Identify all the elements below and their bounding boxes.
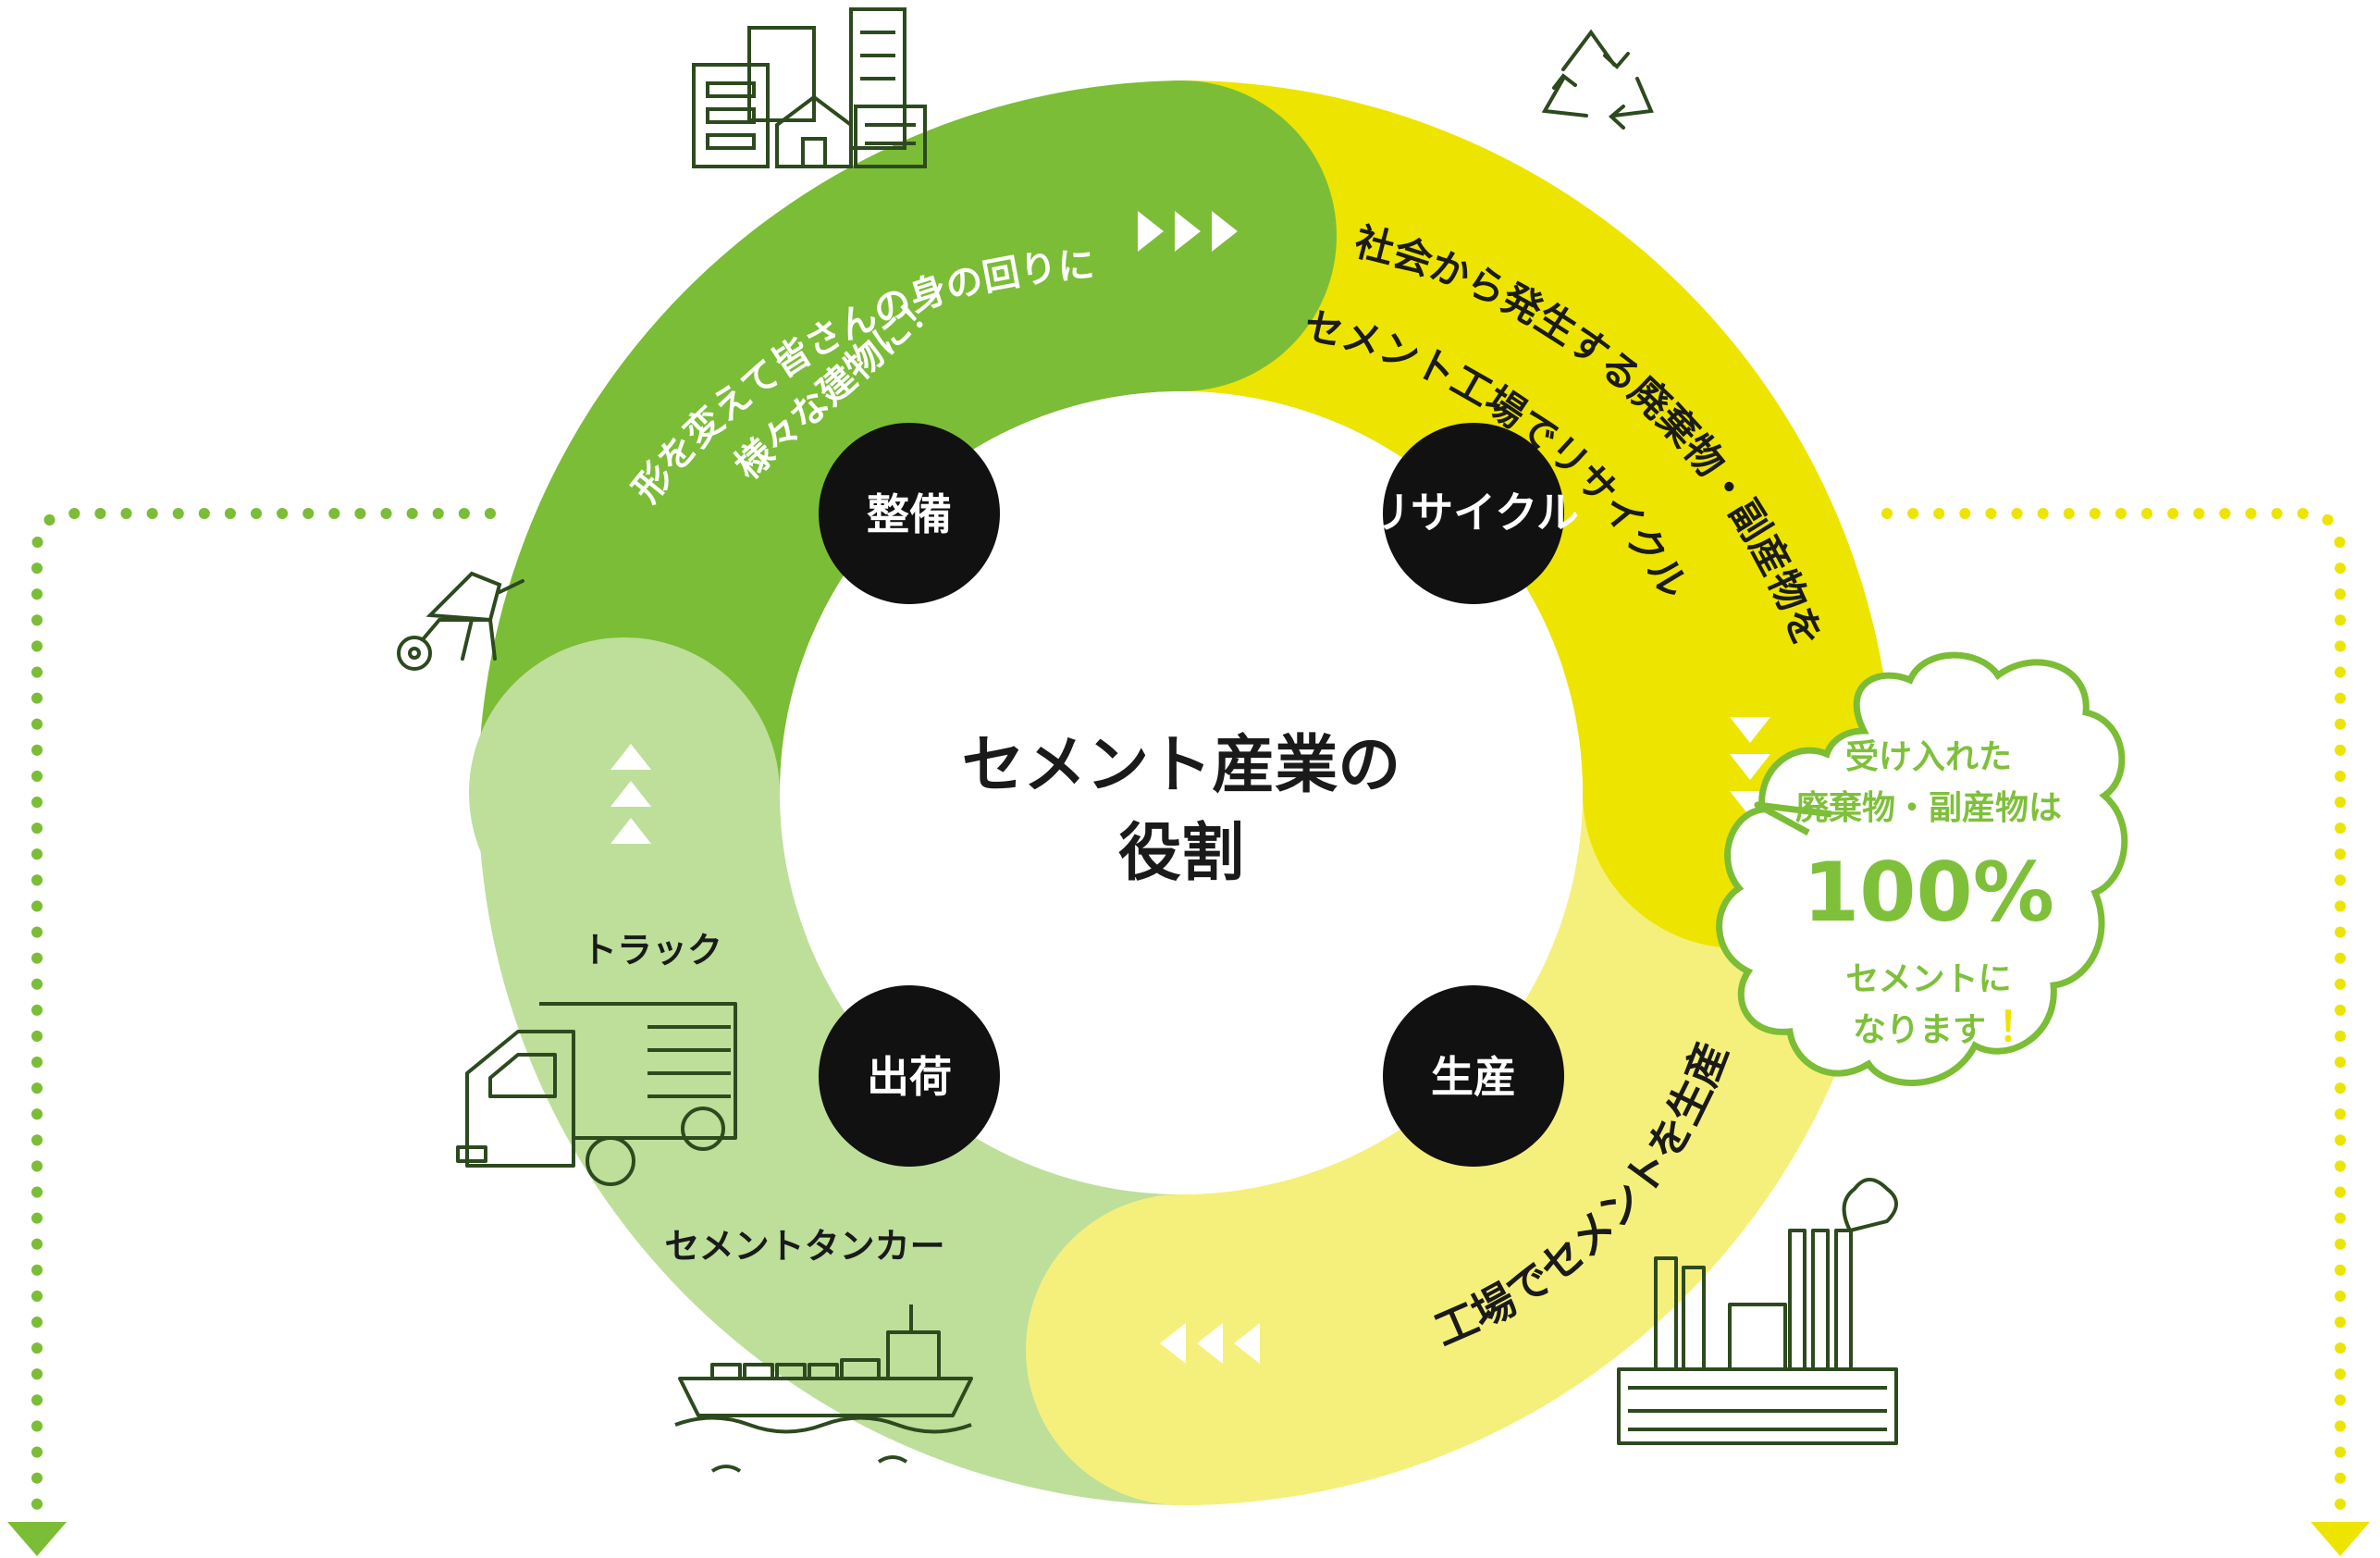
cloud-line3: 100% [1803,845,2054,940]
center-hole [780,391,1583,1194]
arrow-down-icon [2311,1522,2370,1556]
buildings-icon [692,7,927,168]
wheelbarrow-icon [397,571,524,671]
svg-text:整備: 整備 [867,489,952,539]
ring-segment-green [478,80,1181,793]
callout-cloud: 受け入れた 廃棄物・副産物は 100% セメントに なります ！ [1716,651,2128,1086]
right-dotted-flow-line [1881,508,2370,1556]
arrow-down-icon [7,1522,67,1556]
tanker-ship-icon [674,1305,973,1473]
svg-text:出荷: 出荷 [867,1052,952,1102]
node-production: 生産 [1383,985,1564,1167]
arrow-right-icon [1138,211,1238,252]
arrow-up-icon [610,744,651,844]
cloud-line1: 受け入れた [1845,738,2012,776]
arrow-left-icon [1160,1323,1260,1364]
ring-segment-light-green [478,793,1181,1505]
factory-icon [1617,1178,1898,1445]
node-maintenance: 整備 [819,423,1000,604]
cloud-line2: 廃棄物・副産物は [1795,789,2062,827]
left-dotted-flow-line [7,508,496,1556]
cloud-line4: セメントに [1845,960,2011,998]
truck-label: トラック [582,930,722,971]
center-title-line1: セメント産業の [962,729,1401,802]
cloud-line5: なります [1853,1011,1986,1049]
svg-text:リサイクル: リサイクル [1368,488,1579,538]
node-recycle: リサイクル [1368,423,1579,604]
node-shipping: 出荷 [819,985,1000,1167]
cloud-exclaim: ！ [1998,1004,2039,1051]
recycle-icon [1541,29,1654,130]
ring-segment-light-yellow [1181,793,1893,1505]
truck-icon [456,1002,737,1186]
tanker-label: セメントタンカー [664,1226,944,1267]
svg-text:生産: 生産 [1431,1052,1516,1102]
ring-segment-yellow [1181,80,1893,793]
center-title-line2: 役割 [1118,817,1244,890]
